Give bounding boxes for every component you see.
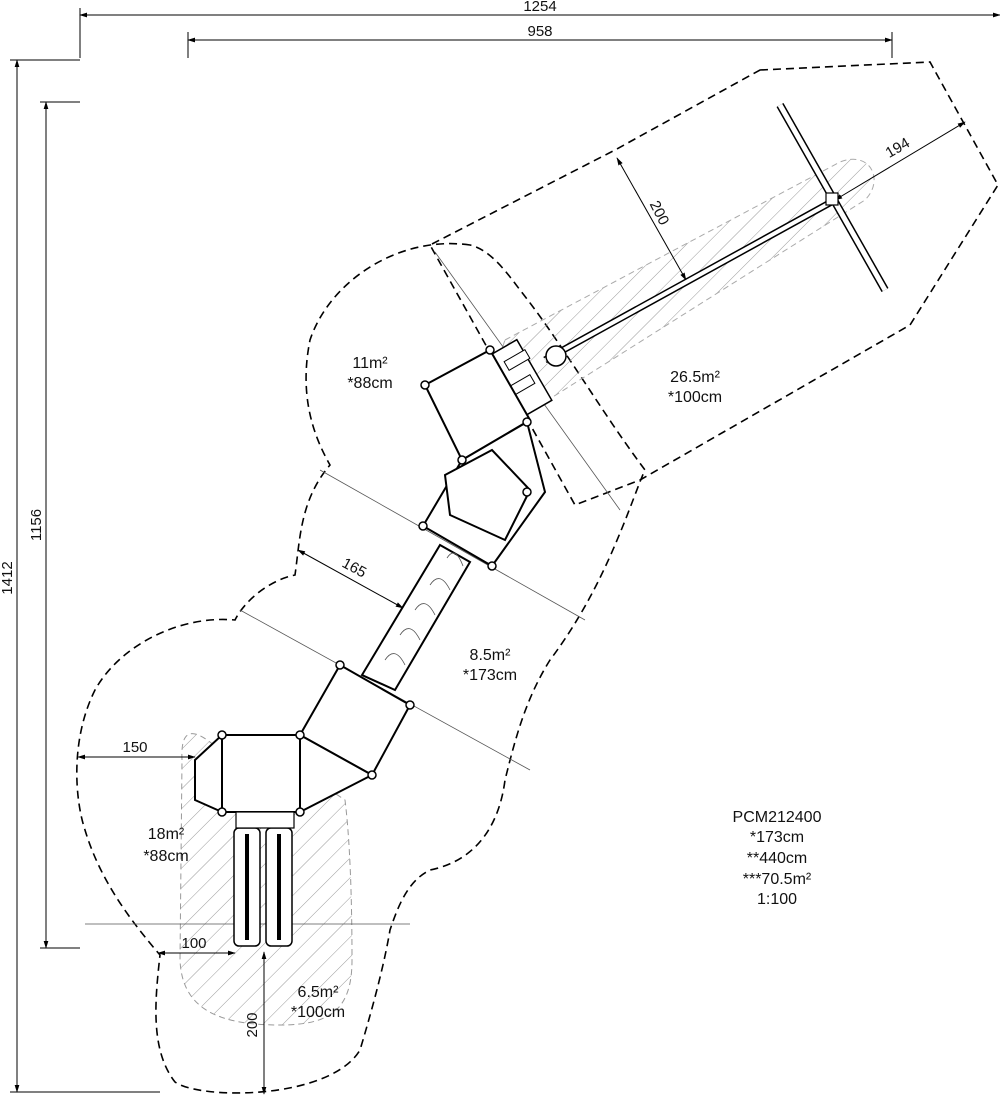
- dimension-overall-width: 1254: [79, 0, 1000, 58]
- product-info: PCM212400 *173cm **440cm ***70.5m² 1:100: [733, 809, 822, 908]
- dimension-inner-width: 958: [187, 23, 893, 58]
- dim-1412: 1412: [0, 561, 16, 594]
- area-height: *173cm: [463, 667, 517, 684]
- dim-100: 100: [181, 935, 206, 952]
- double-slide: [233, 811, 295, 947]
- product-code: PCM212400: [733, 809, 822, 826]
- dim-194: 194: [883, 134, 913, 161]
- product-total-area: ***70.5m²: [743, 871, 812, 888]
- product-height-2: **440cm: [747, 850, 807, 867]
- area-value: 11m²: [352, 355, 388, 372]
- dimension-left-zone: 150: [77, 739, 196, 760]
- tower-roof: [443, 448, 532, 542]
- area-label-18: 18m² *88cm: [143, 826, 188, 865]
- dim-165: 165: [339, 555, 369, 582]
- area-value: 6.5m²: [298, 984, 340, 1001]
- main-safety-zone: [76, 242, 646, 1094]
- dimension-slide-bottom: 200: [244, 951, 267, 1095]
- product-height-1: *173cm: [750, 829, 804, 846]
- bridge: [360, 543, 472, 692]
- area-height: *100cm: [668, 389, 722, 406]
- area-label-8-5: 8.5m² *173cm: [463, 647, 517, 684]
- area-height: *100cm: [291, 1004, 345, 1021]
- dim-958: 958: [527, 23, 552, 40]
- dim-1156: 1156: [28, 509, 45, 541]
- area-value: 8.5m²: [470, 647, 512, 664]
- dim-200-swing: 200: [646, 198, 673, 228]
- divider-line: [319, 469, 586, 621]
- area-value: 18m²: [148, 826, 185, 843]
- dimension-slide-left: 100: [157, 935, 236, 956]
- dim-200-slide: 200: [244, 1012, 261, 1037]
- area-height: *88cm: [143, 848, 188, 865]
- swing-seats: [481, 338, 553, 422]
- area-label-26-5: 26.5m² *100cm: [668, 369, 722, 406]
- left-platform: [221, 734, 301, 813]
- dim-150: 150: [122, 739, 147, 756]
- area-height: *88cm: [347, 375, 392, 392]
- area-value: 26.5m²: [670, 369, 720, 386]
- dimension-bridge: 165: [297, 549, 404, 609]
- product-scale: 1:100: [757, 891, 797, 908]
- dim-1254: 1254: [523, 0, 556, 15]
- posts: [217, 345, 532, 817]
- area-label-11: 11m² *88cm: [347, 355, 392, 392]
- dimension-overall-height: 1412: [0, 59, 160, 1093]
- dimension-swing-width: 200: [616, 157, 687, 281]
- swing-frame: [543, 103, 889, 367]
- dimension-inner-height: 1156: [28, 101, 80, 949]
- area-label-6-5: 6.5m² *100cm: [291, 984, 345, 1021]
